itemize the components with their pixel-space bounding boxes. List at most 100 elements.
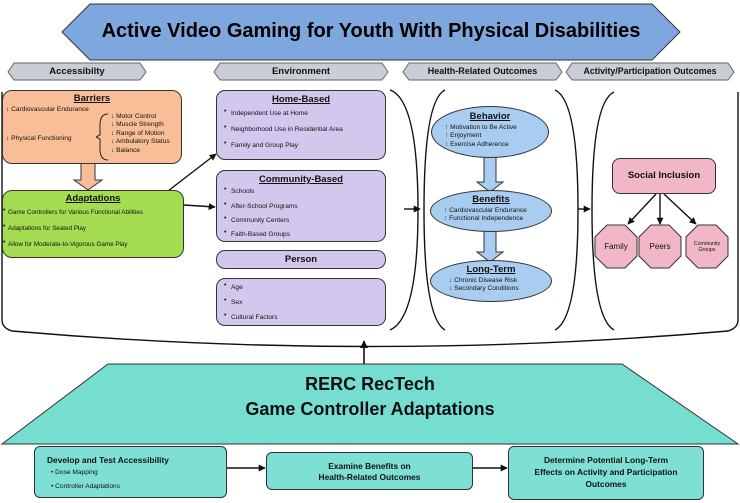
behavior-title: Behavior xyxy=(469,111,511,122)
home-independent: Independent Use at Home xyxy=(231,110,308,117)
header-tab-accessibility xyxy=(7,62,147,81)
behavior-enjoyment: ↑ Enjoyment xyxy=(445,132,482,140)
develop-dose: • Dose Mapping xyxy=(51,469,98,476)
adaptation-vigorous: Allow for Moderate-to-Vigorous Game Play xyxy=(8,241,128,248)
health-bracket-left xyxy=(423,89,446,331)
rerc-title: RERC RecTech xyxy=(305,374,435,394)
adaptations-to-home-arrow xyxy=(167,153,217,192)
benefits-list: ↑ Cardiovascular Endurance ↑ Functional … xyxy=(444,207,527,224)
develop-controller: • Controller Adaptations xyxy=(51,483,121,490)
bullet: • xyxy=(224,108,227,115)
adaptation-seated: Adaptations for Seated Play xyxy=(8,225,87,232)
community-groups-label: Community Groups xyxy=(686,225,728,268)
develop-dose-text: Dose Mapping xyxy=(55,469,98,476)
determine-box: Determine Potential Long-Term Effects on… xyxy=(508,446,704,500)
community-schools: Schools xyxy=(231,188,255,195)
longterm-list: ↓ Chronic Disease Risk ↓ Secondary Condi… xyxy=(449,277,519,294)
barrier-balance: ↓ Balance xyxy=(111,146,140,154)
examine-line2: Health-Related Outcomes xyxy=(318,472,421,482)
peers-label: Peers xyxy=(649,242,671,251)
rerc-subtitle: Game Controller Adaptations xyxy=(245,399,495,419)
adaptations-to-community-arrow xyxy=(183,203,216,211)
social-to-groups-arrow xyxy=(663,193,697,225)
home-based-title: Home-Based xyxy=(271,94,331,105)
barrier-cardio: ↓ Cardiovascular Endurance xyxy=(6,106,89,113)
adaptations-title: Adaptations xyxy=(65,193,121,204)
adaptation-controllers: Game Controllers for Various Functional … xyxy=(8,209,143,216)
bullet: • xyxy=(224,186,227,193)
bullet: • xyxy=(224,201,227,208)
community-faith: Faith-Based Groups xyxy=(231,231,291,238)
examine-line1: Examine Benefits on xyxy=(328,461,411,471)
barrier-brace xyxy=(96,113,109,161)
person-age: Age xyxy=(231,284,243,291)
develop-title: Develop and Test Accessibility xyxy=(47,455,169,465)
benefits-to-longterm-arrow xyxy=(475,226,505,263)
develop-controller-text: Controller Adaptations xyxy=(55,483,121,490)
determine-line1: Determine Potential Long-Term xyxy=(543,455,669,465)
examine-box: Examine Benefits on Health-Related Outco… xyxy=(266,452,473,490)
home-family: Family and Group Play xyxy=(231,142,299,149)
barrier-physical: ↓ Physical Functioning xyxy=(6,135,72,142)
bullet: • xyxy=(224,297,227,304)
behavior-list: ↑ Motivation to Be Active ↑ Enjoyment ↑ … xyxy=(445,124,517,149)
barrier-range: ↓ Range of Motion xyxy=(111,129,165,137)
header-tab-health xyxy=(402,62,563,81)
health-bracket-right xyxy=(554,89,579,331)
community-afterschool: After-School Programs xyxy=(231,203,298,210)
determine-line2: Effects on Activity and Participation xyxy=(534,467,678,477)
behavior-motivation: ↑ Motivation to Be Active xyxy=(445,124,517,131)
benefits-title: Benefits xyxy=(472,194,510,205)
header-environment: Environment xyxy=(271,66,331,77)
community-based-box: Community-Based Schools After-School Pro… xyxy=(216,170,386,242)
barrier-strength: ↓ Muscle Strength xyxy=(111,121,164,129)
environment-bracket xyxy=(389,89,419,331)
longterm-secondary: ↓ Secondary Conditions xyxy=(449,285,519,293)
behavior-to-benefits-arrow xyxy=(475,156,505,193)
community-groups-line1: Community xyxy=(693,240,721,247)
person-header: Person xyxy=(216,250,386,269)
longterm-title: Long-Term xyxy=(466,264,516,275)
community-groups-octagon xyxy=(685,224,729,269)
bullet: • xyxy=(224,215,227,222)
person-box: Age Sex Cultural Factors xyxy=(216,278,386,326)
barriers-title: Barriers xyxy=(73,93,111,104)
bullet: • xyxy=(3,223,6,230)
community-centers: Community Centers xyxy=(231,217,290,224)
adaptations-box: Adaptations Game Controllers for Various… xyxy=(2,190,184,258)
bullet: • xyxy=(224,229,227,236)
bullet: • xyxy=(224,124,227,131)
behavior-adherence: ↑ Exercise Adherence xyxy=(445,140,509,148)
header-tab-activity xyxy=(565,62,735,81)
barrier-sublist: ↓ Motor Control ↓ Muscle Strength ↓ Rang… xyxy=(111,113,170,155)
family-label: Family xyxy=(604,242,628,251)
activity-bracket-left xyxy=(591,91,615,331)
social-inclusion-box: Social Inclusion xyxy=(612,158,716,194)
benefit-cardio: ↑ Cardiovascular Endurance xyxy=(444,207,527,214)
header-accessibility: Accessibilty xyxy=(49,66,105,77)
longterm-ellipse: Long-Term ↓ Chronic Disease Risk ↓ Secon… xyxy=(430,260,552,302)
barriers-to-adaptations-arrow xyxy=(72,162,104,191)
header-tab-environment xyxy=(213,62,389,81)
header-health: Health-Related Outcomes xyxy=(427,66,538,76)
peers-octagon xyxy=(638,224,682,269)
behavior-ellipse: Behavior ↑ Motivation to Be Active ↑ Enj… xyxy=(431,106,549,158)
person-sex: Sex xyxy=(231,299,243,306)
bullet: • xyxy=(224,140,227,147)
header-activity: Activity/Participation Outcomes xyxy=(583,66,717,76)
barriers-box: Barriers ↓ Cardiovascular Endurance ↓ Ph… xyxy=(2,90,182,164)
barrier-motor: ↓ Motor Control xyxy=(111,113,157,120)
bullet: • xyxy=(3,207,6,214)
framework-outline xyxy=(1,92,739,348)
longterm-chronic: ↓ Chronic Disease Risk xyxy=(449,277,518,284)
community-based-title: Community-Based xyxy=(259,174,343,185)
determine-line3: Outcomes xyxy=(585,479,627,489)
bullet: • xyxy=(3,239,6,246)
develop-box: Develop and Test Accessibility • Dose Ma… xyxy=(34,446,227,498)
home-based-box: Home-Based Independent Use at Home Neigh… xyxy=(216,90,386,160)
community-groups-line2: Groups xyxy=(698,246,716,253)
home-neighborhood: Neighborhood Use in Residential Area xyxy=(231,126,343,133)
bullet: • xyxy=(224,312,227,319)
barrier-ambulatory: ↓ Ambulatory Status xyxy=(111,138,170,146)
